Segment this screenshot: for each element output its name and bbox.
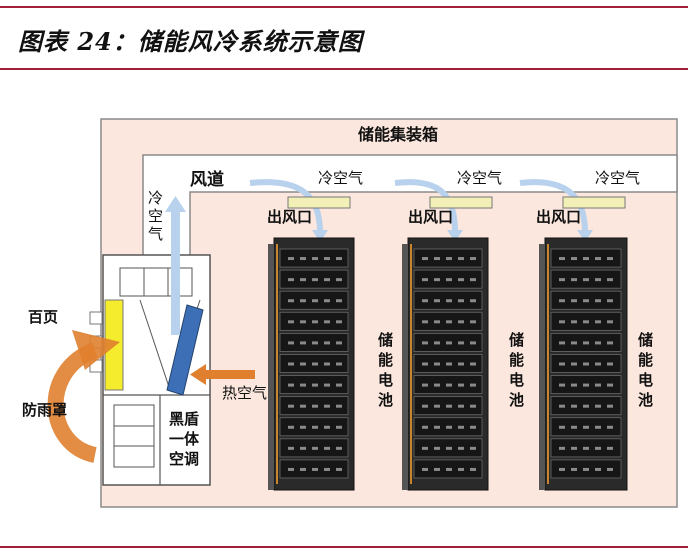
battery-rack-1 [268, 237, 355, 491]
duct-flow-arrow-1 [249, 179, 323, 233]
ac-unit-label: 黑盾一体空调 [169, 410, 200, 468]
filter-panel [166, 304, 204, 396]
cold-air-label-1: 冷空气 [318, 169, 363, 187]
bottom-rule [0, 546, 688, 548]
duct-flow-arrow-2 [394, 179, 458, 233]
hot-air-arrow [205, 370, 255, 379]
louver-label: 百页 [28, 308, 58, 326]
outlet-1 [287, 196, 351, 209]
outlet-label-1: 出风口 [267, 208, 312, 226]
cold-air-up-label: 冷空气 [148, 189, 163, 243]
container-label: 储能集装箱 [357, 125, 438, 144]
cold-air-label-3: 冷空气 [595, 169, 640, 187]
outlet-2 [429, 196, 493, 209]
battery-rack-2 [402, 237, 489, 491]
cold-air-label-2: 冷空气 [457, 169, 502, 187]
cold-air-up-arrow [171, 210, 180, 335]
outlet-label-2: 出风口 [408, 208, 453, 226]
title-rule [0, 68, 688, 70]
rain-cover-label: 防雨罩 [22, 401, 67, 419]
battery-rack-3 [539, 237, 628, 491]
battery-label-1: 储能电池 [378, 331, 393, 409]
top-rule [0, 6, 688, 8]
battery-label-2: 储能电池 [509, 331, 524, 409]
duct-flow-arrow-3 [519, 179, 588, 233]
outlet-label-3: 出风口 [536, 208, 581, 226]
rain-cover-arrow [47, 342, 99, 463]
battery-label-3: 储能电池 [638, 331, 653, 409]
duct-label: 风道 [190, 169, 224, 190]
outlet-3 [562, 196, 626, 209]
hot-air-label: 热空气 [222, 384, 267, 402]
figure-title: 图表 24：储能风冷系统示意图 [18, 27, 363, 56]
